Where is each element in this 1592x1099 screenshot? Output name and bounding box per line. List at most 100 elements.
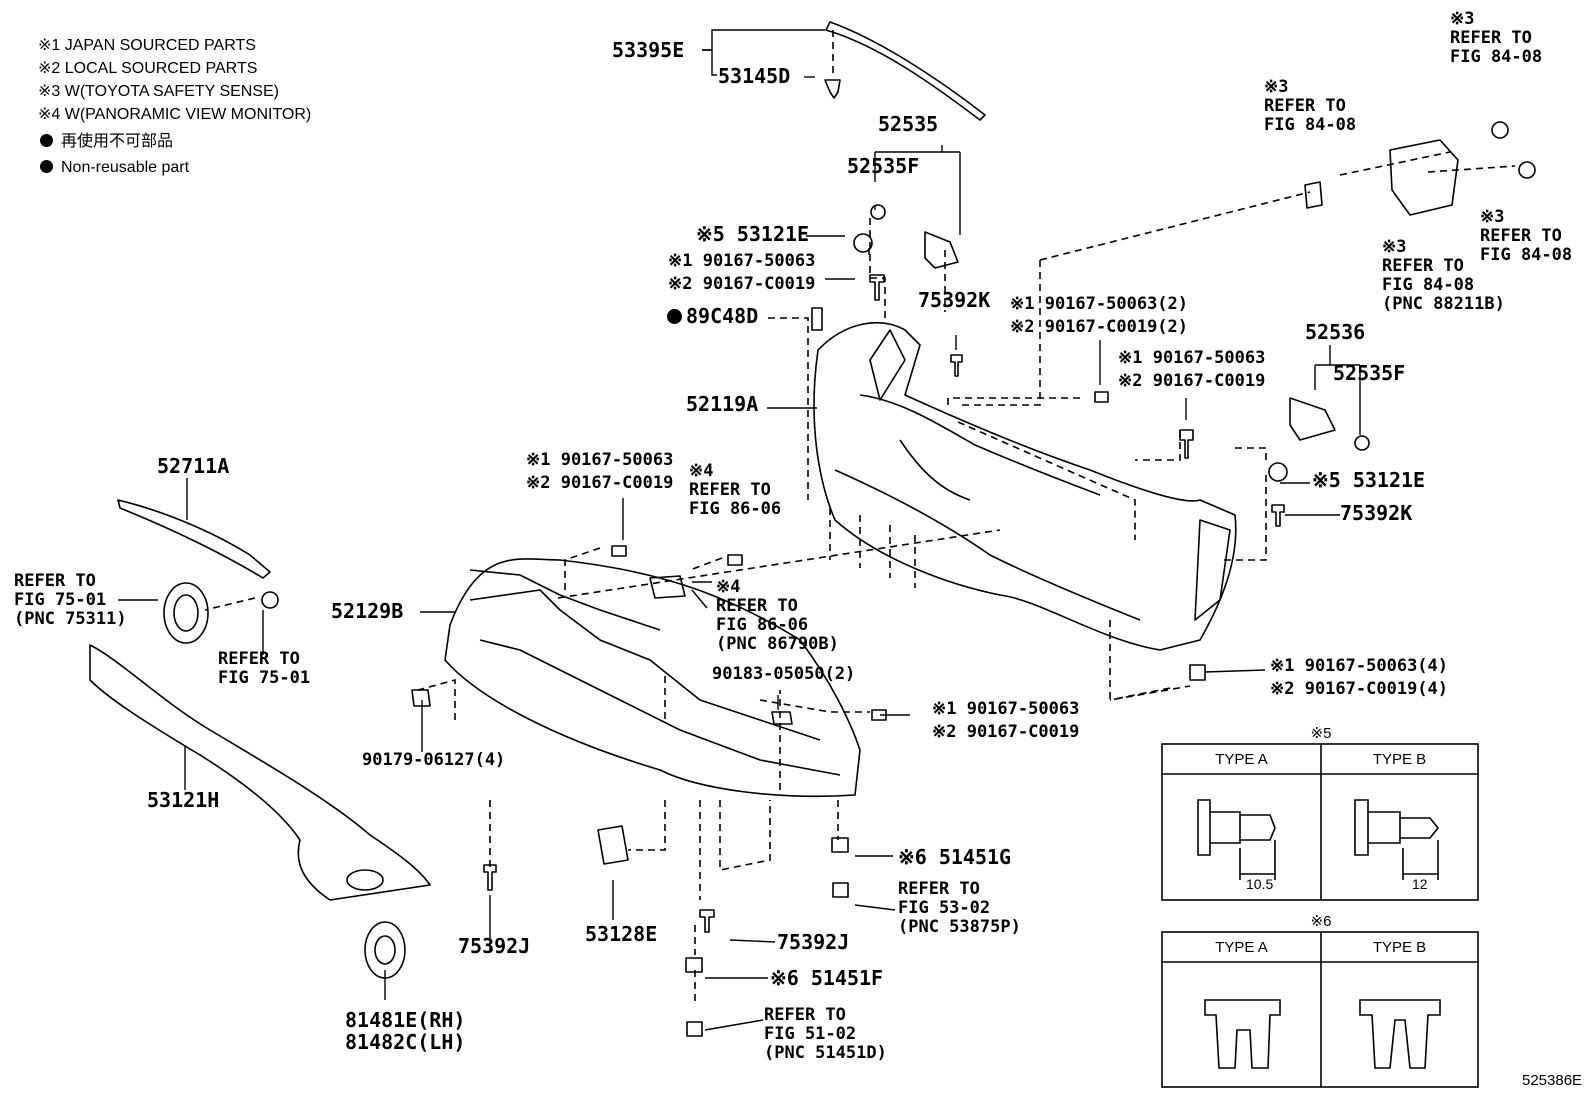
figure-code: 525386E <box>1522 1072 1583 1089</box>
legend-note-2: ※2 LOCAL SOURCED PARTS <box>38 60 258 77</box>
part-label-51451g[interactable]: ※6 51451G <box>898 845 1012 869</box>
type-box-6-title: ※6 <box>1310 913 1332 930</box>
part-label-90167-f1[interactable]: ※1 90167-50063 <box>932 699 1080 719</box>
reference-note-emblem-nut[interactable]: REFER TO FIG 75-01 <box>218 649 311 689</box>
part-label-90167-d1[interactable]: ※1 90167-50063 <box>526 450 674 470</box>
part-label-52536[interactable]: 52536 <box>1305 320 1366 344</box>
clip-53121e-right <box>1268 462 1288 482</box>
legend-non-reusable-jp: 再使用不可部品 <box>40 134 173 150</box>
part-label-53121e-top[interactable]: ※5 53121E <box>696 222 810 246</box>
part-illustrations <box>89 21 1536 1037</box>
part-label-90167-e1[interactable]: ※1 90167-50063(4) <box>1270 656 1449 676</box>
type-box-6-type-a: TYPE A <box>1215 939 1268 956</box>
legend-non-reusable-en: Non-reusable part <box>40 160 189 176</box>
part-label-90167-a1[interactable]: ※1 90167-50063 <box>668 251 816 271</box>
part-label-75392k-right[interactable]: 75392K <box>1340 501 1413 525</box>
legend-non-reusable-jp-text: 再使用不可部品 <box>61 133 174 150</box>
camera-bracket <box>649 575 686 599</box>
bolt-90167-f <box>871 709 887 721</box>
part-label-90167-c1[interactable]: ※1 90167-50063 <box>1118 348 1266 368</box>
nut-emblem <box>261 591 279 609</box>
part-label-90167-b1[interactable]: ※1 90167-50063(2) <box>1010 294 1189 314</box>
pin-75392j-right <box>699 909 715 933</box>
bolt-51-02 <box>686 1021 703 1037</box>
part-label-52535[interactable]: 52535 <box>878 112 939 136</box>
bolt-90167-b <box>1094 391 1109 403</box>
radar-sensor <box>1304 181 1323 209</box>
reference-note-emblem[interactable]: REFER TO FIG 75-01 (PNC 75311) <box>14 571 127 630</box>
part-label-90167-a2[interactable]: ※2 90167-C0019 <box>668 274 816 294</box>
part-label-90183[interactable]: 90183-05050(2) <box>712 664 856 684</box>
part-label-81482c[interactable]: 81482C(LH) <box>345 1030 466 1054</box>
dimension-type-a: 10.5 <box>1246 876 1274 892</box>
reference-note-radar-sensor[interactable]: ※3 REFER TO FIG 84-08 <box>1264 77 1357 136</box>
part-label-90167-f2[interactable]: ※2 90167-C0019 <box>932 722 1080 742</box>
bolt-90167-top <box>869 274 885 301</box>
bullet-icon <box>40 134 53 147</box>
reference-note-radar-bracket[interactable]: ※3 REFER TO FIG 84-08 (PNC 88211B) <box>1382 237 1505 315</box>
part-label-90167-b2[interactable]: ※2 90167-C0019(2) <box>1010 317 1189 337</box>
dimension-type-b: 12 <box>1412 876 1428 892</box>
part-label-90167-c2[interactable]: ※2 90167-C0019 <box>1118 371 1266 391</box>
bracket-52536 <box>1289 397 1336 441</box>
reference-note-camera[interactable]: ※4 REFER TO FIG 86-06 (PNC 86790B) <box>716 577 839 655</box>
part-label-81481e[interactable]: 81481E(RH) <box>345 1008 466 1032</box>
part-label-53121e-right[interactable]: ※5 53121E <box>1312 468 1426 492</box>
lower-grille-52129b <box>444 558 861 798</box>
part-label-53395e[interactable]: 53395E <box>612 38 685 62</box>
pin-75392j-left <box>483 864 497 891</box>
fastener-89c48d <box>811 307 823 331</box>
clip-type-a-6 <box>1204 999 1281 1069</box>
part-label-52129b[interactable]: 52129B <box>331 599 404 623</box>
bolt-90167-camera <box>727 554 743 566</box>
bracket-53128e <box>597 825 629 865</box>
bracket-52535f-top <box>924 231 959 269</box>
bolt-53-02 <box>832 882 849 898</box>
bolt-90167-e <box>1189 664 1206 681</box>
upper-grille-52711a <box>117 499 271 579</box>
type-box-6-type-b: TYPE B <box>1372 939 1427 956</box>
reference-note-bolt-53-02[interactable]: REFER TO FIG 53-02 (PNC 53875P) <box>898 879 1021 938</box>
part-label-90179[interactable]: 90179-06127(4) <box>362 750 506 770</box>
clip-51451g <box>831 837 849 853</box>
clip-90179 <box>411 689 431 707</box>
part-label-53145d[interactable]: 53145D <box>718 64 791 88</box>
bullet-icon <box>40 160 53 173</box>
emblem <box>163 582 209 644</box>
non-reusable-bullet-icon <box>667 309 682 324</box>
part-label-52119a[interactable]: 52119A <box>686 392 759 416</box>
side-molding-53121h <box>89 644 431 901</box>
type-box-5-title: ※5 <box>1310 725 1332 742</box>
part-label-90167-d2[interactable]: ※2 90167-C0019 <box>526 473 674 493</box>
reference-note-radar-nut-top[interactable]: ※3 REFER TO FIG 84-08 <box>1450 9 1543 68</box>
part-label-53121h[interactable]: 53121H <box>147 788 220 812</box>
part-label-75392k-top[interactable]: 75392K <box>918 288 991 312</box>
part-label-89c48d-text: 89C48D <box>686 304 759 328</box>
reference-note-radar-nut-right[interactable]: ※3 REFER TO FIG 84-08 <box>1480 207 1573 266</box>
reference-note-camera-bolt[interactable]: ※4 REFER TO FIG 86-06 <box>689 461 782 520</box>
upper-molding-strip <box>825 21 986 121</box>
part-label-90167-e2[interactable]: ※2 90167-C0019(4) <box>1270 679 1449 699</box>
clip-type-b-5 <box>1354 799 1440 856</box>
part-label-75392j-right[interactable]: 75392J <box>777 930 850 954</box>
reference-note-bolt-51-02[interactable]: REFER TO FIG 51-02 (PNC 51451D) <box>764 1005 887 1064</box>
fog-lamp-bezel <box>364 921 406 979</box>
part-label-89c48d[interactable]: 89C48D <box>667 306 758 327</box>
type-box-5-type-a: TYPE A <box>1215 751 1268 768</box>
part-label-52711a[interactable]: 52711A <box>157 454 230 478</box>
bolt-90167-c <box>1179 429 1194 459</box>
part-label-75392j-left[interactable]: 75392J <box>458 934 531 958</box>
nut-radar-right <box>1518 161 1536 179</box>
type-box-5-type-b: TYPE B <box>1372 751 1427 768</box>
part-label-52535f-top[interactable]: 52535F <box>847 154 920 178</box>
leader-lines <box>118 29 1361 1031</box>
legend-note-1: ※1 JAPAN SOURCED PARTS <box>38 37 256 54</box>
pin-75392k-top <box>950 354 963 377</box>
part-label-53128e[interactable]: 53128E <box>585 922 658 946</box>
type-boxes <box>1161 743 1479 1088</box>
legend-note-4: ※4 W(PANORAMIC VIEW MONITOR) <box>38 106 312 123</box>
pin-75392k-right <box>1271 504 1285 527</box>
part-label-52535f-right[interactable]: 52535F <box>1333 361 1406 385</box>
part-label-51451f[interactable]: ※6 51451F <box>770 966 884 990</box>
